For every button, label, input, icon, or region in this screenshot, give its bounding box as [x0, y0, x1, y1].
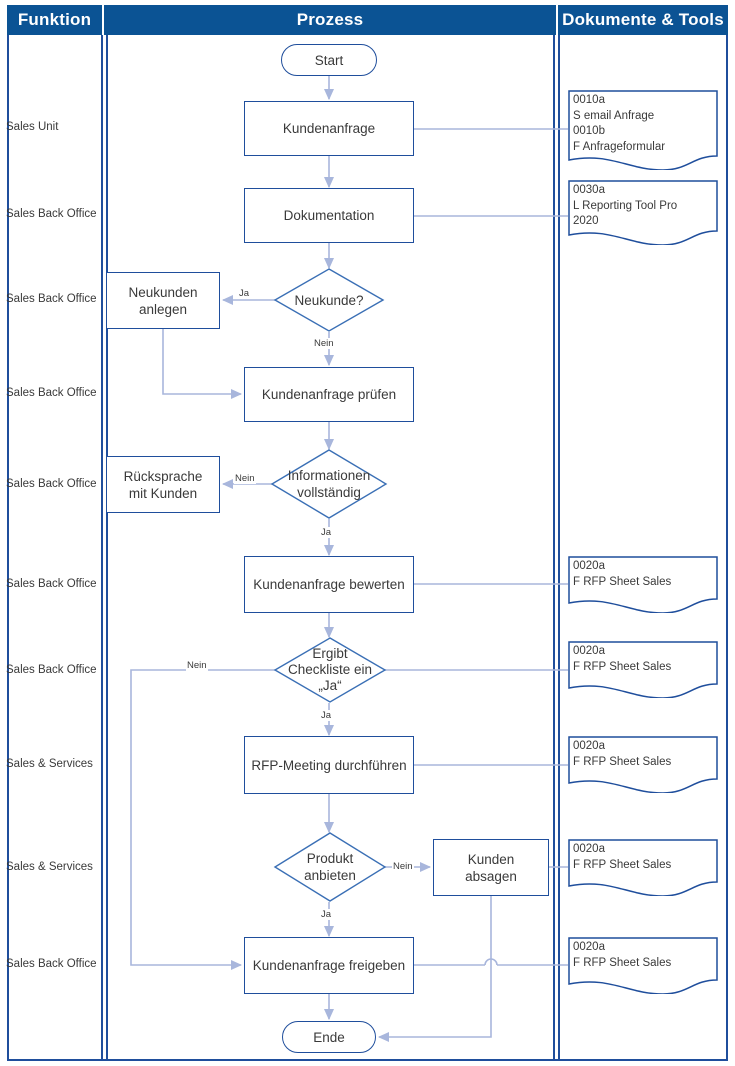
node-checkliste-decision[interactable]: Ergibt Checkliste ein „Ja“	[273, 637, 387, 703]
node-ruecksprache-label: Rücksprache mit Kunden	[123, 468, 203, 501]
document-doc3[interactable]: 0020a F RFP Sheet Sales	[568, 556, 718, 613]
document-doc7-text: 0020a F RFP Sheet Sales	[573, 941, 672, 969]
function-label-6: Sales Back Office	[6, 664, 97, 676]
node-kunden-absagen[interactable]: Kunden absagen	[433, 839, 549, 896]
edge-label-produkt-nein: Nein	[392, 861, 414, 872]
document-doc7[interactable]: 0020a F RFP Sheet Sales	[568, 937, 718, 994]
header-funktion: Funktion	[7, 5, 102, 35]
node-neukunde-label: Neukunde?	[294, 292, 364, 308]
header-dokumente: Dokumente & Tools	[558, 5, 728, 35]
edge-label-produkt-ja: Ja	[320, 909, 333, 920]
document-doc3-text: 0020a F RFP Sheet Sales	[573, 560, 672, 588]
function-label-8: Sales & Services	[6, 861, 93, 873]
frame-right-border	[726, 35, 728, 1061]
header-funktion-label: Funktion	[17, 10, 92, 29]
lane-divider-1	[101, 35, 103, 1061]
lane-divider-1b	[106, 35, 108, 1061]
node-neukunden-anlegen-label: Neukunden anlegen	[128, 284, 198, 317]
document-doc6-text: 0020a F RFP Sheet Sales	[573, 843, 672, 871]
document-doc5-text: 0020a F RFP Sheet Sales	[573, 740, 672, 768]
document-doc2-text: 0030a L Reporting Tool Pro 2020	[573, 184, 678, 227]
lane-divider-2	[553, 35, 555, 1061]
node-produkt-label: Produkt anbieten	[304, 851, 356, 883]
edge-label-info-nein: Nein	[234, 473, 256, 484]
node-rfp-meeting-label: RFP-Meeting durchführen	[251, 757, 407, 773]
edge-label-checkliste-nein: Nein	[186, 660, 208, 671]
function-label-1: Sales Back Office	[6, 208, 97, 220]
lane-divider-2b	[558, 35, 560, 1061]
document-doc2[interactable]: 0030a L Reporting Tool Pro 2020	[568, 180, 718, 245]
node-ende-label: Ende	[313, 1029, 345, 1045]
function-label-0: Sales Unit	[6, 121, 59, 133]
header-prozess-label: Prozess	[296, 10, 364, 29]
function-label-9: Sales Back Office	[6, 958, 97, 970]
function-label-3: Sales Back Office	[6, 387, 97, 399]
document-doc4[interactable]: 0020a F RFP Sheet Sales	[568, 641, 718, 698]
node-kundenanfrage-pruefen[interactable]: Kundenanfrage prüfen	[244, 367, 414, 422]
document-doc1-text: 0010a S email Anfrage 0010b F Anfragefor…	[573, 94, 666, 153]
node-checkliste-label: Ergibt Checkliste ein „Ja“	[287, 646, 373, 693]
node-kundenanfrage-freigeben[interactable]: Kundenanfrage freigeben	[244, 937, 414, 994]
node-start-label: Start	[314, 52, 344, 68]
node-dokumentation[interactable]: Dokumentation	[244, 188, 414, 243]
frame-left-border	[7, 35, 9, 1061]
document-doc4-text: 0020a F RFP Sheet Sales	[573, 645, 672, 673]
node-informationen-decision[interactable]: Informationen vollständig	[270, 449, 388, 519]
node-start[interactable]: Start	[281, 44, 377, 76]
node-kunden-absagen-label: Kunden absagen	[465, 851, 517, 884]
function-label-2: Sales Back Office	[6, 293, 97, 305]
function-label-4: Sales Back Office	[6, 478, 97, 490]
node-informationen-label: Informationen vollständig	[287, 468, 371, 500]
node-neukunde-decision[interactable]: Neukunde?	[273, 268, 385, 332]
header-dokumente-label: Dokumente & Tools	[562, 10, 724, 29]
function-label-5: Sales Back Office	[6, 578, 97, 590]
document-doc5[interactable]: 0020a F RFP Sheet Sales	[568, 736, 718, 793]
node-kundenanfrage-label: Kundenanfrage	[282, 121, 376, 136]
node-kundenanfrage-freigeben-label: Kundenanfrage freigeben	[252, 958, 406, 973]
edge-label-info-ja: Ja	[320, 527, 333, 538]
node-kundenanfrage-pruefen-label: Kundenanfrage prüfen	[261, 387, 397, 402]
document-doc6[interactable]: 0020a F RFP Sheet Sales	[568, 839, 718, 896]
node-kundenanfrage[interactable]: Kundenanfrage	[244, 101, 414, 156]
function-label-7: Sales & Services	[6, 758, 93, 770]
edge-label-neukunde-nein: Nein	[313, 338, 335, 349]
node-ende[interactable]: Ende	[282, 1021, 376, 1053]
node-kundenanfrage-bewerten-label: Kundenanfrage bewerten	[253, 577, 405, 592]
node-dokumentation-label: Dokumentation	[283, 208, 375, 223]
header-prozess: Prozess	[104, 5, 556, 35]
node-neukunden-anlegen[interactable]: Neukunden anlegen	[106, 272, 220, 329]
edge-label-neukunde-ja: Ja	[238, 288, 251, 299]
edge-label-checkliste-ja: Ja	[320, 710, 333, 721]
node-produkt-decision[interactable]: Produkt anbieten	[273, 832, 387, 902]
document-doc1[interactable]: 0010a S email Anfrage 0010b F Anfragefor…	[568, 90, 718, 170]
node-kundenanfrage-bewerten[interactable]: Kundenanfrage bewerten	[244, 556, 414, 613]
node-ruecksprache[interactable]: Rücksprache mit Kunden	[106, 456, 220, 513]
node-rfp-meeting[interactable]: RFP-Meeting durchführen	[244, 736, 414, 794]
frame-bottom-border	[7, 1059, 728, 1061]
